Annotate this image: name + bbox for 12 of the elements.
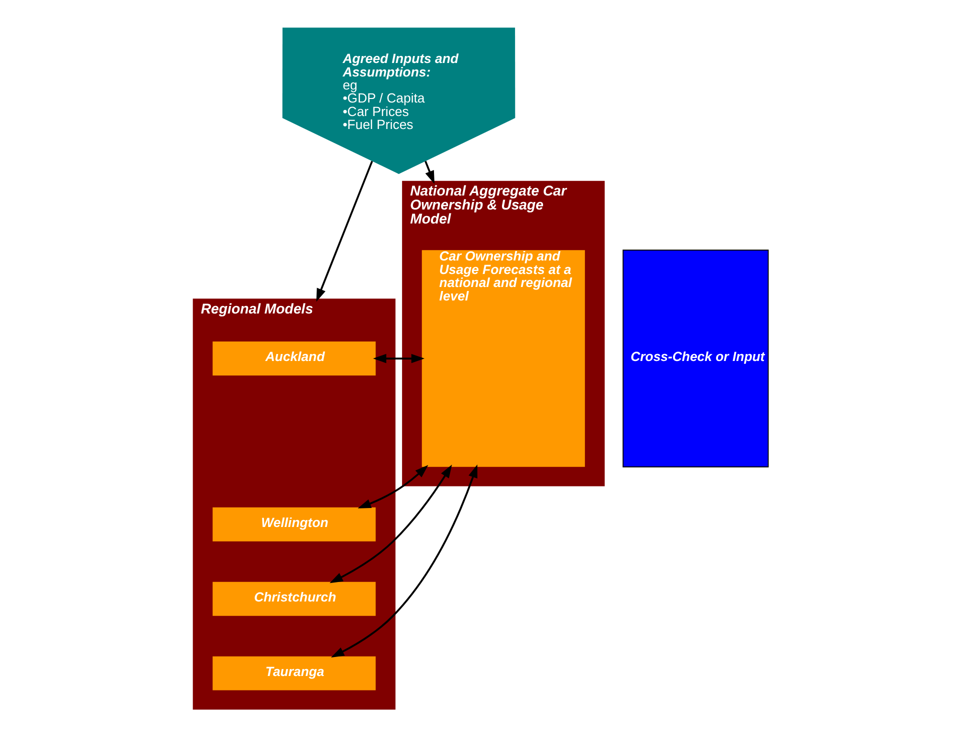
arrow: [372, 354, 424, 364]
node-box: Wellington: [212, 507, 376, 542]
arrow: [357, 465, 428, 508]
node-box: Auckland: [212, 342, 376, 376]
node-box: Christchurch: [212, 582, 376, 616]
node-box: Tauranga: [212, 656, 376, 690]
node-box: Cross-Check or Input: [622, 250, 768, 468]
node-box: Car Ownership and Usage Forecasts at a national and regional level: [421, 250, 584, 467]
arrow: [424, 160, 434, 184]
arrow: [329, 464, 452, 584]
arrow: [330, 464, 477, 658]
arrow: [316, 160, 372, 302]
